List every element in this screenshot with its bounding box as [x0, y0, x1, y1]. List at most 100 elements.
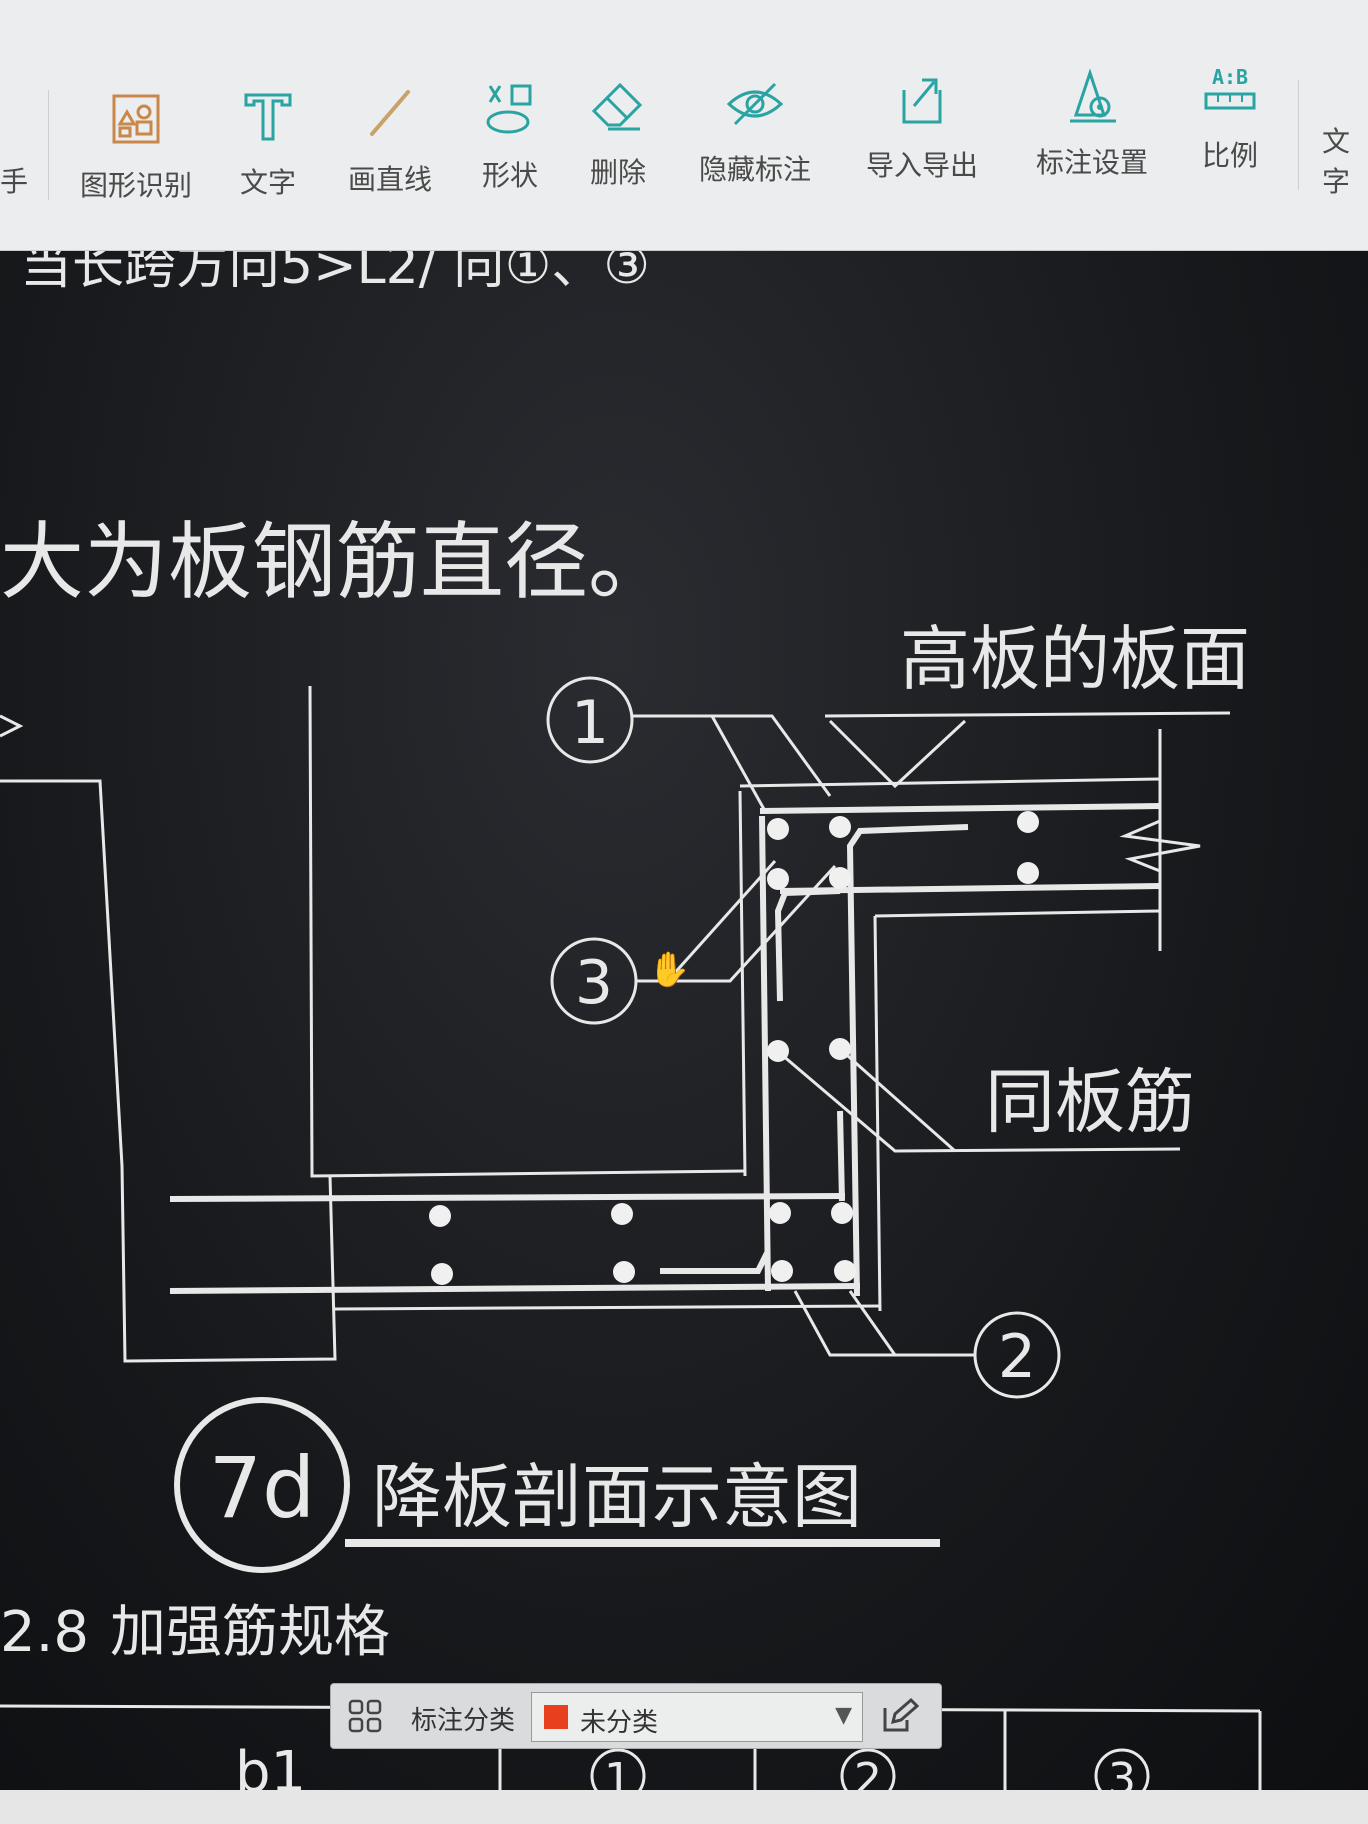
leader-line	[824, 711, 1231, 718]
shape-recognition-icon	[112, 94, 160, 144]
rebar-dot	[611, 1203, 633, 1225]
tool-shapes[interactable]: 形状	[440, 78, 580, 198]
lower-slab-bottom-edge	[334, 1304, 881, 1311]
rebar-dot	[431, 1263, 453, 1285]
edit-icon[interactable]	[879, 1696, 919, 1736]
rebar-hook	[774, 888, 841, 1002]
import-export-icon	[902, 78, 942, 124]
rebar-dot	[771, 1260, 793, 1282]
rebar-stub	[837, 1110, 845, 1202]
wall-outline	[0, 779, 337, 1363]
rebar-lower-hook	[660, 1249, 771, 1274]
rebar-vertical	[759, 815, 771, 1292]
category-selected-value: 未分类	[580, 1708, 659, 1738]
rebar-top	[759, 803, 1161, 814]
drawing-top-cut-text: 当长跨方向5>L2/ 向①、③	[20, 251, 650, 296]
label-same-as-slab-bar: 同板筋	[985, 1061, 1195, 1143]
leader-line	[793, 1290, 975, 1357]
chevron-down-icon[interactable]: ▼	[835, 1703, 852, 1728]
detail-title: 降板剖面示意图	[372, 1456, 862, 1538]
rebar-dot	[429, 1205, 451, 1227]
tool-shape-recognition[interactable]: 图形识别	[66, 88, 206, 208]
tool-import-export[interactable]: 导入导出	[852, 68, 992, 188]
tool-annotation-settings[interactable]: 标注设置	[1022, 65, 1162, 185]
break-symbol	[1119, 819, 1201, 873]
tool-text[interactable]: 文字	[198, 85, 338, 205]
rebar-dot	[829, 1038, 851, 1060]
cad-drawing: 当长跨方向5>L2/ 向①、③ 大为板钢筋直径。 高板的板面 1	[0, 251, 1262, 1824]
rebar-dot	[834, 1260, 856, 1282]
tool-label: 标注设置	[1035, 146, 1148, 179]
rebar-lower-top	[169, 1193, 846, 1202]
rebar-dots	[429, 811, 1039, 1285]
tool-hide-annotations[interactable]: 隐藏标注	[685, 72, 825, 192]
rebar-bottom	[779, 883, 1161, 894]
leader-line	[848, 1290, 897, 1356]
rebar-bent	[846, 824, 969, 1297]
leader-line	[670, 859, 777, 978]
detail-number-circle	[174, 1397, 350, 1573]
hand-cursor-icon: ✋	[648, 950, 690, 990]
toolbar-cut-label-left[interactable]: 手	[0, 165, 29, 198]
drawing-note-text: 大为板钢筋直径。	[0, 513, 672, 611]
window-bottom-edge	[0, 1790, 1368, 1824]
elevation-marker	[828, 719, 967, 789]
leader-line	[839, 1047, 956, 1153]
hide-eye-icon	[726, 82, 784, 126]
step-inner-edge	[873, 915, 882, 1312]
callout-circle-1	[546, 676, 634, 764]
eraser-icon	[591, 82, 643, 131]
rebar-dot	[767, 1040, 789, 1062]
line-icon	[370, 90, 410, 136]
tool-label: 删除	[589, 156, 646, 189]
step-outer-edge	[738, 790, 747, 1177]
pen-settings-icon	[1070, 68, 1116, 123]
tool-draw-line[interactable]: 画直线	[320, 82, 460, 202]
toolbar-separator	[48, 90, 49, 200]
tool-delete[interactable]: 删除	[548, 75, 688, 195]
rebar-dot	[831, 1202, 853, 1224]
rebar-dot	[767, 868, 789, 890]
tool-label: 导入导出	[865, 149, 978, 182]
break-symbol	[0, 714, 24, 738]
rebar-dot	[829, 867, 851, 889]
leader-line	[710, 715, 767, 812]
section-title: 加强筋规格	[110, 1600, 390, 1665]
lower-slab-outline	[308, 685, 746, 1178]
label-high-slab-surface: 高板的板面	[900, 618, 1250, 700]
toolbar-cut-label-right[interactable]: 文字	[1322, 125, 1351, 198]
rebar-dot	[829, 816, 851, 838]
scale-ab-icon: A:B	[1204, 65, 1256, 110]
text-icon	[244, 93, 292, 141]
tool-scale[interactable]: A:B 比例	[1160, 58, 1300, 178]
category-color-swatch	[544, 1705, 568, 1729]
annotation-category-bar: 标注分类 未分类 ▼	[330, 1683, 942, 1749]
rebar-dot	[767, 818, 789, 840]
tool-label: 形状	[481, 159, 538, 192]
rebar-dot	[613, 1261, 635, 1283]
rebar-dot	[1017, 862, 1039, 884]
tool-label: 隐藏标注	[698, 153, 811, 186]
callout-number-3: 3	[575, 948, 613, 1018]
tool-label: 图形识别	[79, 169, 192, 202]
category-select[interactable]: 未分类 ▼	[531, 1692, 863, 1742]
callout-number-1: 1	[571, 688, 609, 758]
callout-number-2: 2	[998, 1322, 1036, 1392]
drawing-canvas[interactable]: 当长跨方向5>L2/ 向①、③ 大为板钢筋直径。 高板的板面 1	[0, 251, 1368, 1824]
rebar-dot	[769, 1202, 791, 1224]
shapes-icon	[486, 84, 532, 134]
grid-apps-icon[interactable]	[347, 1698, 383, 1734]
rebar-lower-bottom	[169, 1283, 861, 1294]
scale-icon-text: A:B	[1212, 65, 1248, 89]
annotation-toolbar: 手 图形识别 文字 画直线 形状	[0, 0, 1368, 251]
category-label: 标注分类	[411, 1706, 516, 1736]
leader-line	[632, 714, 832, 797]
slab-bottom-edge	[874, 909, 1161, 918]
section-number: 2.8	[0, 1600, 89, 1665]
tool-label: 文字	[239, 166, 296, 199]
leader-line	[636, 864, 837, 983]
detail-number: 7d	[209, 1439, 316, 1537]
toolbar-separator	[1298, 80, 1299, 190]
tool-label: 画直线	[347, 163, 432, 196]
leader-line	[774, 1047, 1181, 1153]
